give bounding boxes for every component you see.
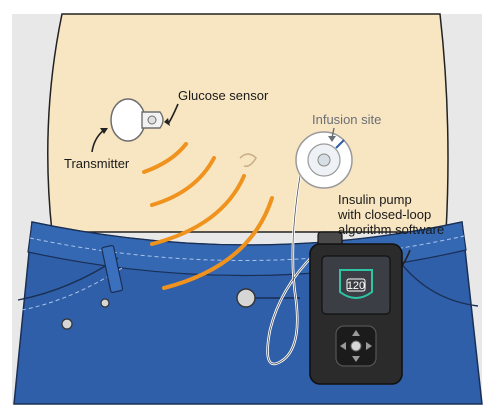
- pump-screen-value: 120: [347, 280, 365, 292]
- label-infusion-site: Infusion site: [312, 112, 381, 127]
- glucose-sensor-device: [110, 98, 164, 142]
- label-glucose-sensor: Glucose sensor: [178, 88, 269, 103]
- signal-arc: [150, 174, 246, 246]
- right-arrow-icon[interactable]: [366, 342, 372, 350]
- wireless-signal: [142, 142, 274, 290]
- signal-arc: [162, 196, 274, 290]
- arrowhead: [164, 118, 170, 126]
- sensor-port: [147, 115, 157, 125]
- arrowhead: [100, 128, 108, 134]
- belt-loop: [101, 245, 124, 293]
- down-arrow-icon[interactable]: [352, 356, 360, 362]
- transmitter-shape: [110, 98, 146, 142]
- label-pump-line3: algorithm software: [338, 222, 444, 237]
- signal-arc: [150, 156, 216, 207]
- label-pump-line2: with closed-loop: [337, 207, 431, 222]
- jeans-button: [236, 288, 256, 308]
- jeans-right-pocket: [399, 261, 479, 307]
- cannula-marker: [335, 139, 345, 149]
- rivet: [100, 298, 110, 308]
- rivet: [61, 318, 73, 330]
- select-button[interactable]: [350, 340, 362, 352]
- screen-value-frame: [346, 278, 366, 292]
- label-transmitter: Transmitter: [64, 156, 130, 171]
- up-arrow-icon[interactable]: [352, 330, 360, 336]
- left-arrow-icon[interactable]: [340, 342, 346, 350]
- belly-button: [239, 153, 258, 168]
- tubing-outline: [267, 175, 331, 365]
- shield-icon: [339, 269, 373, 299]
- label-pump-line1: Insulin pump: [338, 192, 412, 207]
- signal-arc: [142, 142, 188, 174]
- waistband-stitch: [29, 235, 465, 261]
- infusion-site-patch: [295, 131, 353, 189]
- arrowhead: [328, 136, 336, 142]
- insulin-pump: 120: [309, 231, 403, 385]
- pocket-stitch: [21, 267, 123, 311]
